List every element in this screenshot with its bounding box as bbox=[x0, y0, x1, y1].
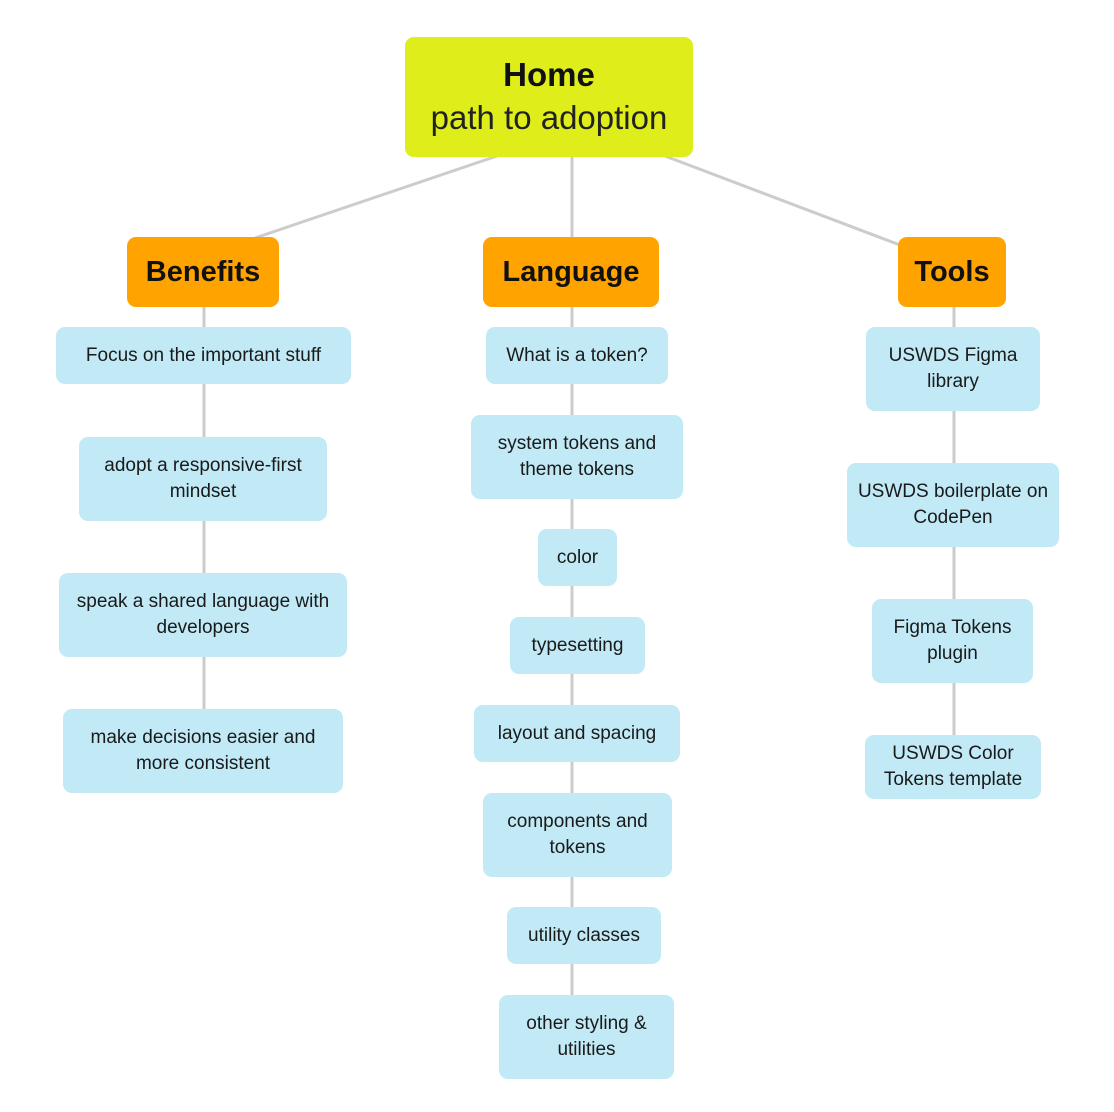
benefits-item-responsive[interactable]: adopt a responsive-first mindset bbox=[79, 437, 327, 521]
language-item-components[interactable]: components and tokens bbox=[483, 793, 672, 877]
language-item-utility-classes[interactable]: utility classes bbox=[507, 907, 661, 964]
language-item-token[interactable]: What is a token? bbox=[486, 327, 668, 384]
language-item-color[interactable]: color bbox=[538, 529, 617, 586]
category-language[interactable]: Language bbox=[483, 237, 659, 307]
tools-item-figma-library[interactable]: USWDS Figma library bbox=[866, 327, 1040, 411]
language-item-system-tokens[interactable]: system tokens and theme tokens bbox=[471, 415, 683, 499]
root-title: Home bbox=[503, 56, 595, 93]
benefits-item-focus[interactable]: Focus on the important stuff bbox=[56, 327, 351, 384]
category-tools[interactable]: Tools bbox=[898, 237, 1006, 307]
tools-item-boilerplate[interactable]: USWDS boilerplate on CodePen bbox=[847, 463, 1059, 547]
language-item-layout[interactable]: layout and spacing bbox=[474, 705, 680, 762]
language-item-typesetting[interactable]: typesetting bbox=[510, 617, 645, 674]
language-item-other-styling[interactable]: other styling & utilities bbox=[499, 995, 674, 1079]
benefits-item-decisions[interactable]: make decisions easier and more consisten… bbox=[63, 709, 343, 793]
root-node[interactable]: Home path to adoption bbox=[405, 37, 693, 157]
tools-item-figma-tokens[interactable]: Figma Tokens plugin bbox=[872, 599, 1033, 683]
root-subtitle: path to adoption bbox=[430, 99, 668, 136]
tools-item-color-template[interactable]: USWDS Color Tokens template bbox=[865, 735, 1041, 799]
benefits-item-shared-language[interactable]: speak a shared language with developers bbox=[59, 573, 347, 657]
category-benefits[interactable]: Benefits bbox=[127, 237, 279, 307]
